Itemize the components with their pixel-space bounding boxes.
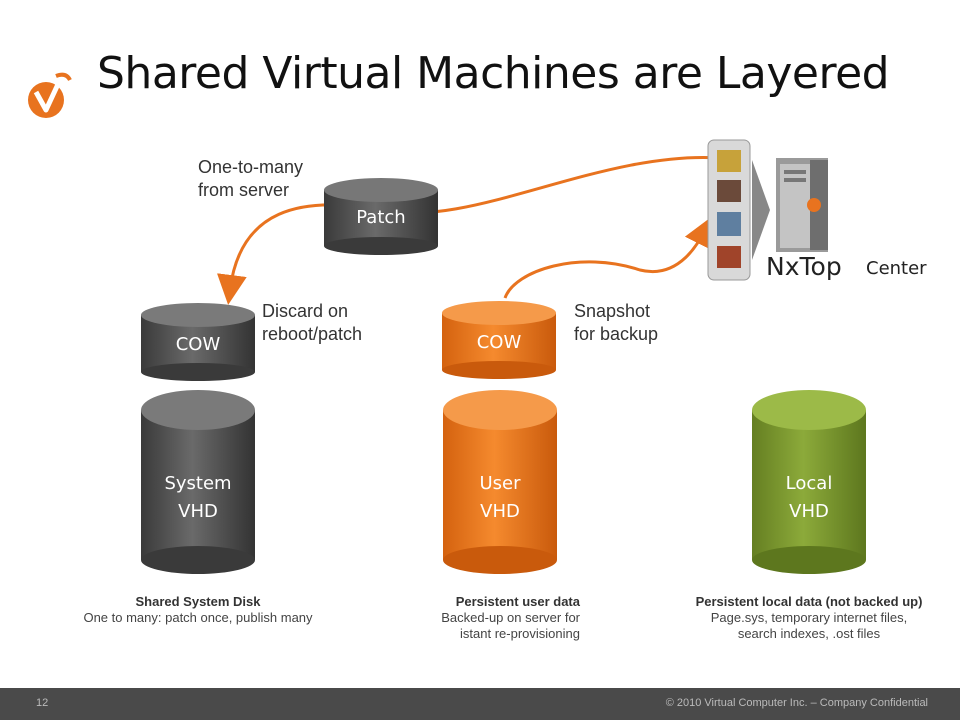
local-caption-desc2: search indexes, .ost files	[737, 626, 881, 641]
one-to-many-note: One-to-many from server	[198, 156, 303, 202]
user-vhd-label-line2: VHD	[480, 501, 520, 522]
discard-note: Discard on reboot/patch	[262, 300, 362, 346]
user-caption-desc1: Backed-up on server for	[441, 610, 580, 625]
snapshot-note: Snapshot for backup	[574, 300, 658, 346]
system-vhd-label: System VHD	[141, 470, 255, 526]
local-caption-title: Persistent local data (not backed up)	[695, 594, 923, 609]
nxtop-server-icon	[707, 139, 828, 281]
snapshot-line1: Snapshot	[574, 301, 651, 321]
user-caption-desc2: istant re-provisioning	[460, 626, 580, 641]
system-caption-desc: One to many: patch once, publish many	[83, 610, 313, 625]
slide-footer: 12 © 2010 Virtual Computer Inc. – Compan…	[0, 688, 960, 720]
local-caption: Persistent local data (not backed up) Pa…	[664, 594, 954, 642]
local-caption-desc1: Page.sys, temporary internet files,	[710, 610, 908, 625]
local-vhd-label-line1: Local	[785, 473, 833, 494]
system-cow-label: COW	[175, 334, 221, 355]
one-to-many-line2: from server	[198, 180, 290, 200]
one-to-many-line1: One-to-many	[198, 157, 304, 177]
discard-line1: Discard on	[262, 301, 349, 321]
user-caption-title: Persistent user data	[455, 594, 580, 609]
user-caption: Persistent user data Backed-up on server…	[380, 594, 580, 642]
user-cow-cylinder	[442, 301, 556, 379]
system-caption-title: Shared System Disk	[135, 594, 261, 609]
system-vhd-label-line1: System	[164, 473, 232, 494]
system-vhd-cylinder	[141, 390, 255, 574]
user-vhd-cylinder	[443, 390, 557, 574]
nxtop-center-word: Center	[866, 258, 927, 279]
system-caption: Shared System Disk One to many: patch on…	[48, 594, 348, 626]
discard-line2: reboot/patch	[262, 324, 363, 344]
user-cow-to-server-arrow	[503, 216, 712, 299]
page-number: 12	[36, 697, 49, 709]
local-vhd-label: Local VHD	[752, 470, 866, 526]
local-vhd-cylinder	[752, 390, 866, 574]
local-vhd-label-line2: VHD	[789, 501, 829, 522]
system-vhd-label-line2: VHD	[178, 501, 218, 522]
system-cow-cylinder	[141, 303, 255, 381]
nxtop-brand: NxTop	[766, 252, 842, 281]
copyright-text: © 2010 Virtual Computer Inc. – Company C…	[665, 697, 928, 709]
user-vhd-label-line1: User	[479, 473, 521, 494]
user-cow-label: COW	[476, 332, 522, 353]
patch-cylinder	[324, 178, 438, 255]
snapshot-line2: for backup	[574, 324, 659, 344]
user-vhd-label: User VHD	[443, 470, 557, 526]
slide-title: Shared Virtual Machines are Layered	[97, 48, 890, 99]
patch-label: Patch	[356, 207, 406, 228]
virtual-computer-logo-icon	[28, 72, 72, 118]
